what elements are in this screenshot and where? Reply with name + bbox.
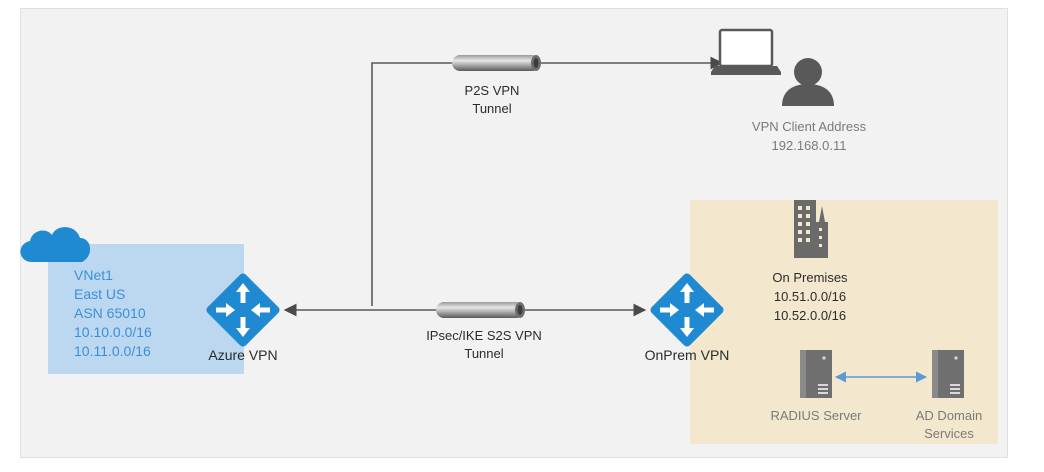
p2s-label-line1: P2S VPN (464, 83, 520, 98)
onprem-prefix-2: 10.52.0.0/16 (773, 308, 847, 323)
radius-server-icon (800, 350, 832, 398)
vpn-client-title: VPN Client Address (751, 119, 867, 134)
vnet-prefix-2: 10.11.0.0/16 (74, 343, 151, 359)
onprem-region (690, 200, 998, 444)
vnet-asn: ASN 65010 (74, 305, 146, 321)
vnet-region-label: East US (74, 286, 126, 302)
s2s-label-line2: Tunnel (464, 346, 504, 361)
p2s-tunnel-icon (452, 55, 541, 71)
radius-server-label: RADIUS Server (770, 408, 862, 423)
ad-server-icon (932, 350, 964, 398)
user-icon (782, 58, 834, 106)
onprem-prefix-1: 10.51.0.0/16 (773, 289, 847, 304)
ad-domain-label-line2: Services (924, 426, 974, 441)
onprem-vpn-label: OnPrem VPN (644, 347, 730, 363)
onprem-title: On Premises (772, 270, 848, 285)
vnet-name: VNet1 (74, 267, 113, 283)
azure-router-icon (204, 271, 282, 349)
p2s-label-line2: Tunnel (472, 101, 512, 116)
p2s-connector (371, 56, 724, 306)
laptop-icon (711, 28, 781, 75)
s2s-tunnel-icon (436, 302, 525, 318)
s2s-label-line1: IPsec/IKE S2S VPN (426, 328, 542, 343)
vnet-prefix-1: 10.10.0.0/16 (74, 324, 152, 340)
cloud-icon (20, 227, 91, 262)
building-icon (794, 200, 828, 258)
onprem-router-icon (648, 271, 726, 349)
vpn-client-address: 192.168.0.11 (771, 138, 847, 153)
azure-vpn-label: Azure VPN (208, 347, 278, 363)
ad-domain-label-line1: AD Domain (915, 408, 983, 423)
